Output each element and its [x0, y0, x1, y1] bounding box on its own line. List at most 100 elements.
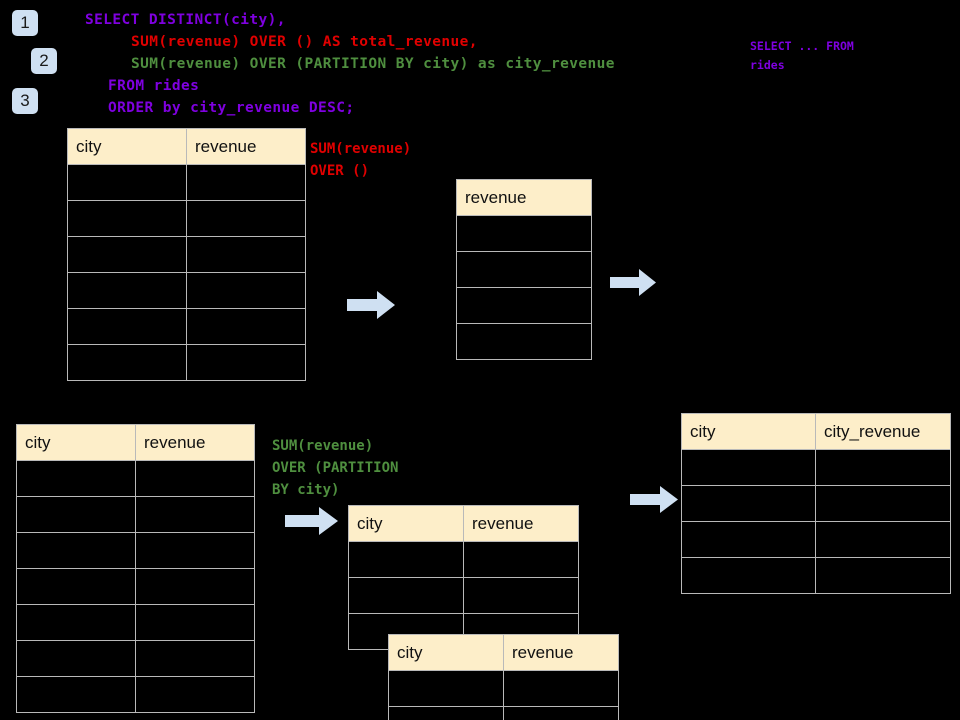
- table-row: [388, 670, 619, 707]
- table-cell: [456, 323, 592, 360]
- arrow-source-to-partition-icon: [285, 507, 338, 535]
- table-cell: [681, 557, 816, 594]
- column-header-revenue: revenue: [463, 505, 579, 542]
- table-row: [16, 496, 255, 533]
- sql-line-select: SELECT DISTINCT(city),: [85, 12, 286, 28]
- arrow-source-to-total-icon: [347, 291, 395, 319]
- sidenote-line-2: rides: [750, 58, 785, 72]
- table-row: [456, 323, 592, 360]
- column-header-city: city: [388, 634, 504, 671]
- table-body: [456, 215, 592, 360]
- table-row: [681, 521, 951, 558]
- step-badge-1: 1: [12, 10, 38, 36]
- table-cell: [135, 568, 255, 605]
- table-body: [388, 670, 619, 720]
- table-row: [67, 344, 306, 381]
- table-row: [67, 164, 306, 201]
- table-cell: [135, 604, 255, 641]
- column-header-city: city: [681, 413, 816, 450]
- table-cell: [67, 164, 187, 201]
- column-header-revenue: revenue: [186, 128, 306, 165]
- step-badge-2: 2: [31, 48, 57, 74]
- table-cell: [186, 308, 306, 345]
- table-rides-source-top: city revenue: [67, 128, 306, 381]
- column-header-city: city: [67, 128, 187, 165]
- table-cell: [681, 449, 816, 486]
- table-header-row: city revenue: [348, 505, 579, 542]
- table-cell: [135, 640, 255, 677]
- table-cell: [67, 236, 187, 273]
- table-cell: [681, 485, 816, 522]
- column-header-revenue: revenue: [503, 634, 619, 671]
- table-cell: [463, 541, 579, 578]
- table-row: [456, 215, 592, 252]
- table-row: [16, 640, 255, 677]
- table-cell: [186, 164, 306, 201]
- table-body: [67, 164, 306, 381]
- table-cell: [456, 215, 592, 252]
- table-cell: [16, 676, 136, 713]
- arrow-total-to-result-icon: [610, 269, 656, 296]
- sql-line-total-revenue: SUM(revenue) OVER () AS total_revenue,: [131, 34, 478, 50]
- annotation-total-revenue-line-2: OVER (): [310, 163, 370, 179]
- table-cell: [16, 532, 136, 569]
- table-header-row: revenue: [456, 179, 592, 216]
- sidenote-line-1: SELECT ... FROM: [750, 39, 854, 53]
- table-cell: [348, 577, 464, 614]
- annotation-city-revenue-line-1: SUM(revenue): [272, 438, 374, 454]
- table-partition-group-front: city revenue: [388, 634, 619, 720]
- table-row: [16, 460, 255, 497]
- sql-line-from: FROM rides: [108, 78, 200, 94]
- table-row: [16, 532, 255, 569]
- annotation-city-revenue: SUM(revenue) OVER (PARTITION BY city): [272, 435, 398, 501]
- column-header-revenue: revenue: [135, 424, 255, 461]
- column-header-city: city: [348, 505, 464, 542]
- table-cell: [16, 640, 136, 677]
- table-row: [456, 287, 592, 324]
- table-cell: [16, 568, 136, 605]
- column-header-city-revenue: city_revenue: [815, 413, 951, 450]
- table-cell: [456, 251, 592, 288]
- table-row: [681, 557, 951, 594]
- column-header-revenue: revenue: [456, 179, 592, 216]
- table-cell: [186, 236, 306, 273]
- annotation-city-revenue-line-2: OVER (PARTITION: [272, 460, 399, 476]
- table-cell: [16, 496, 136, 533]
- table-cell: [503, 670, 619, 707]
- table-cell: [67, 344, 187, 381]
- table-header-row: city revenue: [67, 128, 306, 165]
- table-header-row: city revenue: [16, 424, 255, 461]
- table-row: [67, 308, 306, 345]
- table-cell: [348, 541, 464, 578]
- table-cell: [16, 604, 136, 641]
- table-row: [348, 541, 579, 578]
- annotation-city-revenue-line-3: BY city): [272, 482, 340, 498]
- table-cell: [388, 706, 504, 720]
- table-final-result: city city_revenue: [681, 413, 951, 594]
- table-body: [16, 460, 255, 713]
- table-cell: [388, 670, 504, 707]
- table-cell: [456, 287, 592, 324]
- table-cell: [67, 200, 187, 237]
- table-row: [456, 251, 592, 288]
- table-cell: [815, 449, 951, 486]
- annotation-total-revenue: SUM(revenue) OVER (): [310, 138, 411, 182]
- table-row: [348, 577, 579, 614]
- table-body: [348, 541, 579, 650]
- table-cell: [186, 344, 306, 381]
- table-cell: [135, 460, 255, 497]
- sql-line-city-revenue: SUM(revenue) OVER (PARTITION BY city) as…: [131, 56, 615, 72]
- step-badge-3: 3: [12, 88, 38, 114]
- table-cell: [16, 460, 136, 497]
- table-cell: [463, 577, 579, 614]
- table-partition-group-back: city revenue: [348, 505, 579, 650]
- table-row: [681, 485, 951, 522]
- table-cell: [815, 557, 951, 594]
- table-cell: [186, 200, 306, 237]
- table-cell: [67, 308, 187, 345]
- table-row: [67, 236, 306, 273]
- table-cell: [815, 521, 951, 558]
- table-header-row: city city_revenue: [681, 413, 951, 450]
- table-cell: [503, 706, 619, 720]
